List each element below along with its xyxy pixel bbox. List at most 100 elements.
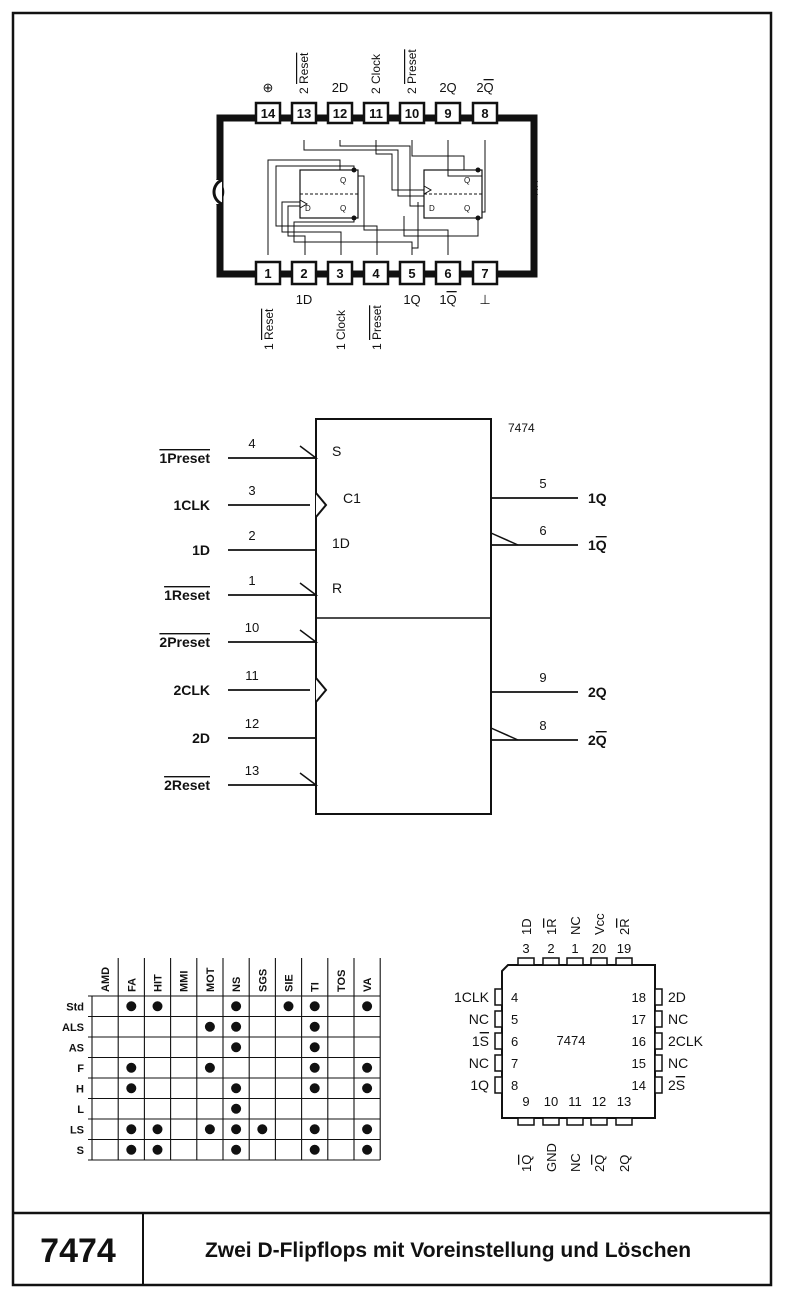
dip-bottom-pin-box [290, 260, 318, 286]
vendor-manufacturer-label: TOS [336, 970, 348, 992]
logic-input-function: S [332, 443, 341, 459]
logic-clock-mark [315, 677, 328, 703]
logic-output-name: 1Q [588, 490, 607, 506]
plcc-bottom-pin-label: 1Q [519, 1155, 534, 1172]
plcc-bottom-pin-label: GND [544, 1143, 559, 1172]
dip-bottom-pin-number: 3 [336, 266, 343, 281]
vendor-support-dot [231, 1124, 242, 1135]
plcc-top-pin-number: 3 [522, 941, 529, 956]
vendor-support-dot [204, 1021, 215, 1032]
plcc-top-pad [615, 957, 633, 966]
plcc-top-pin-number: 2 [547, 941, 554, 956]
vendor-family-label: AS [69, 1042, 84, 1054]
dip-top-pin-box [290, 101, 318, 125]
ff1-d-label: D [305, 204, 311, 213]
outer-frame [11, 11, 773, 1287]
dip-bottom-pin-number: 7 [481, 266, 488, 281]
plcc-right-pin-label: 2CLK [668, 1033, 704, 1049]
plcc-bottom-pin-number: 10 [544, 1094, 558, 1109]
vendor-support-dot [309, 1062, 320, 1073]
plcc-top-pin-label: NC [568, 916, 583, 935]
plcc-right-pin-number: 16 [632, 1034, 646, 1049]
vendor-manufacturer-label: FA [126, 978, 138, 992]
plcc-bottom-pin-label: NC [568, 1153, 583, 1172]
plcc-package: 7474 31D21R1NC20Vcc192R91Q10GND11NC122Q1… [454, 913, 704, 1172]
plcc-left-pin-number: 7 [511, 1056, 518, 1071]
plcc-top-pin-number: 1 [571, 941, 578, 956]
dip-bottom-pin-number: 5 [408, 266, 415, 281]
plcc-right-pad [654, 1010, 663, 1028]
dip-bottom-pin-label: 1 Preset [370, 305, 384, 350]
dip-bottom-pin-label: 1D [296, 292, 313, 307]
logic-output-pin-number: 5 [539, 476, 546, 491]
vendor-support-dot [152, 1001, 163, 1012]
dip-top-pin-label: 2D [332, 80, 349, 95]
dip-bottom-pin-label: 1Q [403, 292, 420, 307]
logic-input-name: 1D [192, 542, 210, 558]
dip-top-pin-box [398, 101, 426, 125]
dip-top-pin-label: ⊕ [263, 80, 274, 95]
plcc-left-pin-number: 4 [511, 990, 518, 1005]
plcc-right-pin-number: 15 [632, 1056, 646, 1071]
logic-output-negation-mark [490, 727, 519, 741]
vendor-support-dot [362, 1124, 373, 1135]
vendor-support-dot [126, 1001, 137, 1012]
logic-output-name: 2Q [588, 684, 607, 700]
vendor-family-label: ALS [62, 1022, 84, 1034]
vendor-support-dot [231, 1001, 242, 1012]
logic-output-negation-mark [490, 532, 519, 546]
logic-negation-mark [299, 629, 319, 643]
plcc-top-pad [517, 957, 535, 966]
vendor-support-dot [362, 1083, 373, 1094]
logic-input-pin-number: 11 [245, 668, 259, 683]
plcc-right-pin-label: NC [668, 1011, 688, 1027]
vendor-support-dot [152, 1144, 163, 1155]
vendor-support-dot [231, 1103, 242, 1114]
vendor-support-dot [126, 1144, 137, 1155]
vendor-support-dot [309, 1042, 320, 1053]
plcc-top-pin-label: 1D [519, 918, 534, 935]
plcc-left-pin-label: NC [469, 1011, 489, 1027]
vendor-support-dot [231, 1021, 242, 1032]
vendor-support-dot [362, 1062, 373, 1073]
dip-notch-arc [212, 178, 223, 206]
vendor-support-dot [204, 1124, 215, 1135]
plcc-left-pad [494, 1054, 503, 1072]
dip-top-pin-label: 2 Preset [405, 49, 419, 94]
logic-input-pin-number: 12 [245, 716, 259, 731]
dip-top-pin-number: 13 [297, 106, 311, 121]
vendor-support-dot [231, 1144, 242, 1155]
vendor-family-label: S [77, 1145, 84, 1157]
plcc-left-pin-number: 8 [511, 1078, 518, 1093]
dip-top-pin-box [434, 101, 462, 125]
dip-bottom-pin-box [362, 260, 390, 286]
plcc-left-pad [494, 1032, 503, 1050]
dip-flipflop-2: Q D Q [423, 167, 483, 221]
plcc-bottom-pad [517, 1117, 535, 1126]
vendor-family-label: L [77, 1104, 84, 1116]
plcc-right-pad [654, 1032, 663, 1050]
logic-input-name: 1CLK [173, 497, 210, 513]
dip-bottom-pin-label: 1 Reset [262, 308, 276, 350]
vendor-manufacturer-label: MMI [179, 971, 191, 992]
logic-input-pin-number: 1 [248, 573, 255, 588]
plcc-top-pad [566, 957, 584, 966]
dip-top-pin-box [254, 101, 282, 125]
dip-bottom-pin-box [254, 260, 282, 286]
footer-chip-title: Zwei D-Flipflops mit Voreinstellung und … [205, 1239, 691, 1262]
logic-input-pin-number: 10 [245, 620, 259, 635]
plcc-left-pin-label: 1Q [470, 1077, 489, 1093]
plcc-center-label: 7474 [557, 1033, 586, 1048]
ff2-q-label: Q [464, 176, 470, 185]
plcc-bottom-pin-number: 9 [522, 1094, 529, 1109]
plcc-bottom-pin-number: 11 [568, 1094, 582, 1109]
vendor-manufacturer-label: AMD [100, 967, 112, 992]
vendor-support-dot [126, 1124, 137, 1135]
vendor-family-label: F [77, 1063, 84, 1075]
plcc-left-pin-number: 6 [511, 1034, 518, 1049]
plcc-bottom-pin-label: 2Q [617, 1155, 632, 1172]
